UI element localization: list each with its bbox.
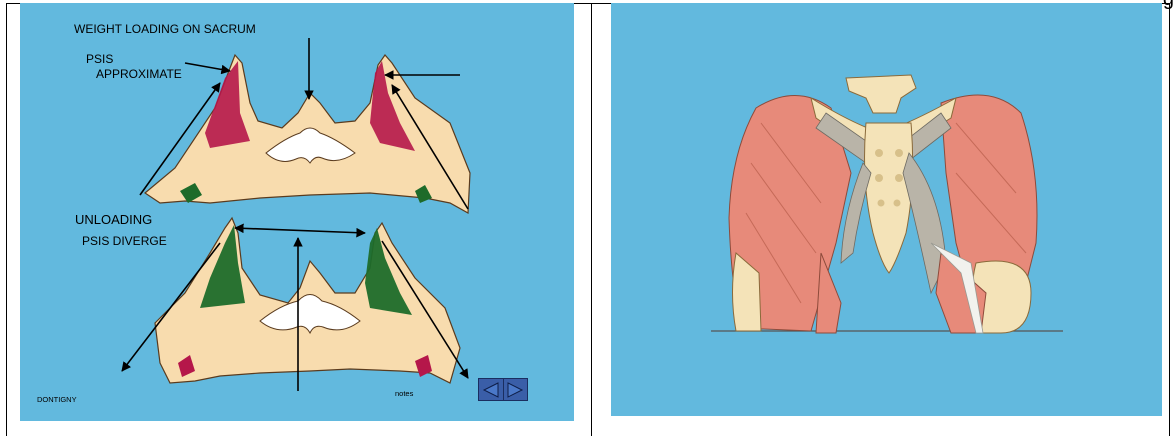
arrow-psis-diverge — [235, 228, 365, 233]
arrow-psis-left — [185, 63, 230, 71]
clipped-heading-fragment: g — [1163, 0, 1174, 11]
sacrum-shape — [865, 123, 913, 273]
label-approximate: APPROXIMATE — [96, 68, 182, 81]
author-credit: DONTIGNY — [37, 393, 77, 406]
table-right-border — [1169, 3, 1170, 436]
pelvis-muscle-slide — [611, 3, 1162, 416]
table-column-divider — [591, 3, 592, 436]
notes-link[interactable]: notes — [395, 387, 413, 400]
pelvis-muscles-illustration — [611, 3, 1162, 416]
label-unloading: UNLOADING — [75, 213, 152, 226]
table-left-border — [6, 3, 7, 436]
lumbar-vertebra-shape — [846, 75, 916, 113]
label-psis-diverge: PSIS DIVERGE — [82, 235, 167, 248]
triangle-right-icon — [506, 382, 524, 398]
previous-slide-button[interactable] — [479, 379, 504, 400]
triangle-left-icon — [482, 382, 500, 398]
lower-pelvis-shape — [155, 218, 460, 383]
sacrum-loading-slide: WEIGHT LOADING ON SACRUM PSIS APPROXIMAT… — [20, 3, 574, 421]
label-psis: PSIS — [86, 53, 113, 66]
next-slide-button[interactable] — [504, 379, 528, 400]
slide-navigation — [478, 378, 528, 401]
label-weight-loading: WEIGHT LOADING ON SACRUM — [74, 23, 256, 36]
